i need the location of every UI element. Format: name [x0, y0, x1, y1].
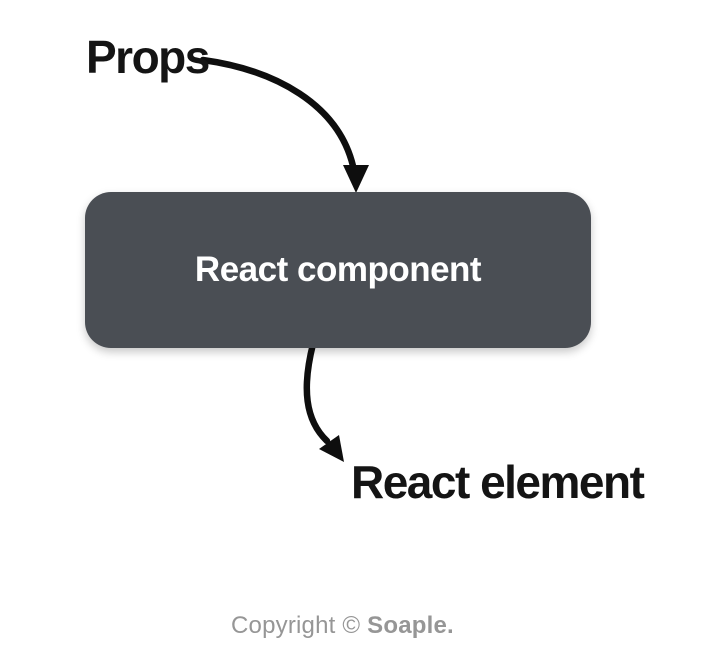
output-arrowhead-icon: [319, 435, 344, 462]
props-label: Props: [86, 31, 210, 83]
output-arrow-line: [303, 340, 331, 445]
props-arrow: [199, 56, 369, 193]
component-box-label: React component: [194, 250, 482, 289]
copyright-text: Copyright ©: [231, 612, 368, 639]
react-component-box: React component: [85, 192, 591, 348]
output-arrow: [303, 340, 344, 462]
props-arrowhead-icon: [343, 165, 369, 193]
props-arrow-line: [199, 56, 357, 170]
react-element-label: React element: [351, 456, 645, 508]
copyright: Copyright © Soaple.: [231, 612, 454, 640]
copyright-brand: Soaple.: [367, 612, 454, 639]
